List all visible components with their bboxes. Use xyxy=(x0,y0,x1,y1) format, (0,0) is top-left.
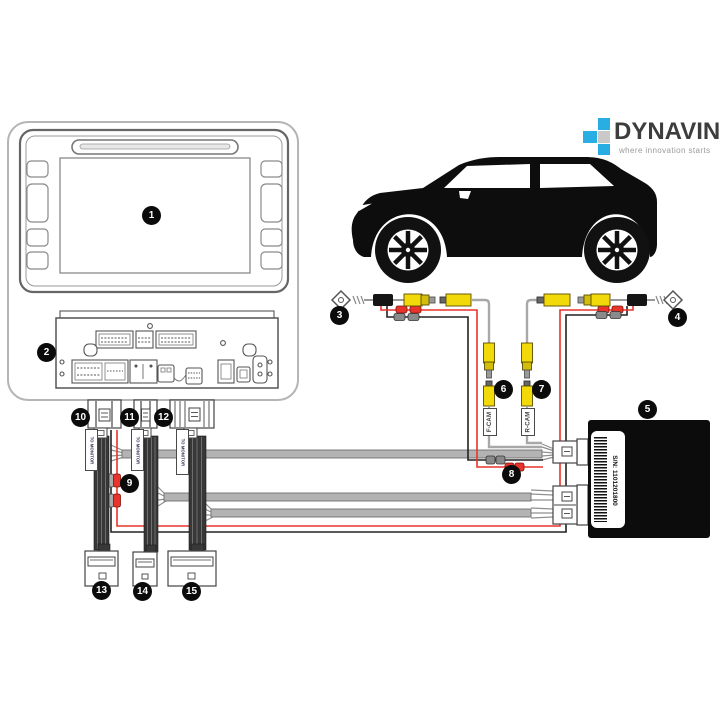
vehicle-plugs xyxy=(84,543,217,587)
harness-cable-11 xyxy=(143,435,159,553)
rear-wheel xyxy=(584,217,650,283)
logo-mark xyxy=(598,118,610,130)
rear-rca-pair xyxy=(536,293,611,307)
radio-rear-panel xyxy=(55,310,279,389)
callout-2: 2 xyxy=(37,343,56,362)
box-socket-bottom xyxy=(576,484,589,526)
front-camera-filter-box xyxy=(373,294,393,306)
wire-red-front xyxy=(380,306,543,468)
head-unit-buttons-right xyxy=(260,160,283,270)
box-plugs xyxy=(552,438,589,526)
callout-7: 7 xyxy=(532,380,551,399)
box-plug-bottom xyxy=(552,485,578,525)
logo-mark-bottom xyxy=(598,144,610,155)
front-wheel xyxy=(375,217,441,283)
callout-12: 12 xyxy=(154,408,173,427)
monitor-harness-cables xyxy=(93,435,207,553)
car-silhouette xyxy=(351,157,657,283)
front-window xyxy=(444,164,530,188)
monitor-label-11: TO MONITOR xyxy=(131,429,144,471)
vehicle-plug-13 xyxy=(84,543,119,587)
power-wires xyxy=(106,305,634,533)
barcode xyxy=(594,437,607,522)
fcam-rca-junction xyxy=(483,342,495,409)
callout-13: 13 xyxy=(92,581,111,600)
headlight xyxy=(357,203,372,211)
radio-plugs xyxy=(87,399,215,439)
serial-number: S/N: 1101201800 xyxy=(611,454,619,506)
cd-slot xyxy=(71,139,239,155)
callout-3: 3 xyxy=(330,306,349,325)
callout-11: 11 xyxy=(120,408,139,427)
wire-black-rear xyxy=(110,306,628,533)
rcam-label: R-CAM xyxy=(521,408,535,436)
brand-tagline: where innovation starts xyxy=(619,146,711,155)
harness-cable-12 xyxy=(188,435,207,551)
side-mirror xyxy=(459,191,471,199)
callout-4: 4 xyxy=(668,308,687,327)
brand-name: DYNAVIN xyxy=(614,118,720,145)
callout-10: 10 xyxy=(71,408,90,427)
vehicle-plug-15 xyxy=(167,543,217,587)
monitor-label-10: TO MONITOR xyxy=(85,429,98,471)
callout-6: 6 xyxy=(494,380,513,399)
vehicle-plug-14 xyxy=(132,544,158,587)
wire-red-rear xyxy=(116,306,634,527)
callout-8: 8 xyxy=(502,465,521,484)
head-unit-buttons-left xyxy=(26,160,49,270)
monitor-label-12: TO MONITOR xyxy=(176,429,189,475)
rear-camera-icon xyxy=(662,289,684,311)
inline-connectors-rear xyxy=(595,305,624,319)
front-rca-pair xyxy=(403,293,472,307)
brand-logo: DYNAVIN where innovation starts xyxy=(583,116,720,164)
box-socket-top xyxy=(576,438,589,466)
gray-harness-cables xyxy=(110,434,555,522)
callout-1: 1 xyxy=(142,206,161,225)
fcam-label: F-CAM xyxy=(483,408,497,436)
callout-14: 14 xyxy=(133,582,152,601)
inline-connectors-front xyxy=(393,305,422,321)
logo-mark-left xyxy=(583,131,597,143)
rear-window xyxy=(540,164,614,188)
rear-camera-filter-box xyxy=(627,294,647,306)
wire-black-front xyxy=(386,306,543,461)
rcam-down-cable xyxy=(525,434,542,445)
logo-mark-center xyxy=(598,131,610,143)
callout-9: 9 xyxy=(120,474,139,493)
radio-plug-12 xyxy=(169,399,215,439)
box-plug-top xyxy=(552,440,578,464)
callout-15: 15 xyxy=(182,582,201,601)
fcam-down-cable xyxy=(487,434,542,449)
callout-5: 5 xyxy=(638,400,657,419)
rear-camera-assembly xyxy=(525,289,684,343)
rcam-rca-junction xyxy=(521,342,533,409)
